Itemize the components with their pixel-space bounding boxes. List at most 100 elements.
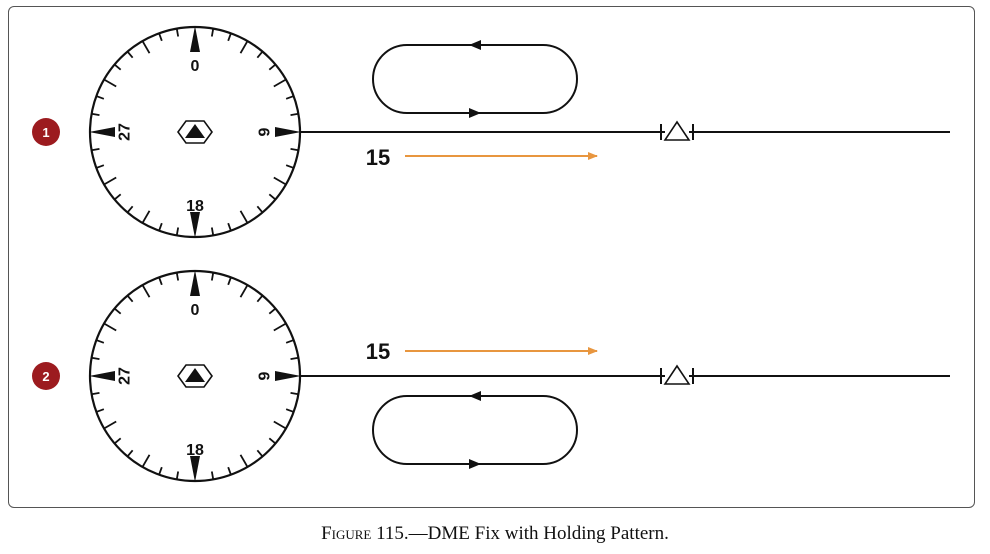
fix-marker-1 bbox=[660, 120, 694, 141]
triangle-icon bbox=[663, 364, 691, 385]
dial-tick bbox=[268, 437, 277, 445]
dial-tick bbox=[103, 176, 117, 186]
figure-text: 115.—DME Fix with Holding Pattern. bbox=[376, 523, 669, 544]
dial-tick bbox=[141, 454, 151, 468]
vortac-icon bbox=[177, 120, 213, 144]
dial-tick bbox=[126, 294, 134, 303]
dial-tick bbox=[285, 95, 294, 100]
dial-tick bbox=[239, 284, 249, 298]
dial-tick bbox=[290, 147, 299, 152]
compass-dial-1: 0 18 27 9 bbox=[88, 25, 302, 239]
holding-pattern-2 bbox=[372, 391, 578, 469]
dial-tick bbox=[175, 272, 180, 281]
figure-caption: Figure 115.—DME Fix with Holding Pattern… bbox=[0, 523, 990, 545]
badge-2-label: 2 bbox=[42, 369, 49, 384]
dial-tick bbox=[290, 391, 299, 396]
distance-label-2: 15 bbox=[366, 339, 390, 364]
figure-label: Figure bbox=[321, 523, 372, 544]
dial-tick bbox=[239, 210, 249, 224]
dial-tick bbox=[158, 222, 163, 231]
east-pointer-1 bbox=[275, 127, 301, 137]
north-pointer-2 bbox=[190, 270, 200, 296]
west-pointer-1 bbox=[89, 127, 115, 137]
fix-marker-2 bbox=[660, 364, 694, 385]
dial-tick bbox=[227, 33, 232, 42]
dial-tick bbox=[227, 277, 232, 286]
west-pointer-2 bbox=[89, 371, 115, 381]
dial-ticks-2 bbox=[91, 272, 299, 480]
dial-ticks-1 bbox=[91, 28, 299, 236]
dial-tick bbox=[210, 227, 215, 236]
dial-tick bbox=[141, 210, 151, 224]
east-pointer-2 bbox=[275, 371, 301, 381]
south-pointer-1 bbox=[190, 212, 200, 238]
dial-tick bbox=[285, 408, 294, 413]
dial-tick bbox=[103, 78, 117, 88]
south-pointer-2 bbox=[190, 456, 200, 482]
arrow-right-icon bbox=[469, 459, 481, 469]
dial-tick bbox=[91, 391, 100, 396]
dial-tick bbox=[256, 50, 264, 59]
dial-tick bbox=[273, 322, 287, 332]
dial-tick bbox=[268, 307, 277, 315]
arrow-left-icon bbox=[469, 391, 481, 401]
dial-tick bbox=[239, 40, 249, 54]
vortac-icon bbox=[177, 364, 213, 388]
dial-tick bbox=[290, 112, 299, 117]
dial-tick bbox=[273, 420, 287, 430]
dial-tick bbox=[256, 449, 264, 458]
dial-tick bbox=[210, 28, 215, 37]
dial-tick bbox=[126, 205, 134, 214]
dial-tick bbox=[113, 437, 122, 445]
dial-tick bbox=[256, 205, 264, 214]
arrow-right-icon bbox=[469, 108, 481, 118]
dial-tick bbox=[227, 466, 232, 475]
dial-tick bbox=[126, 449, 134, 458]
dial-tick bbox=[268, 63, 277, 71]
dial-tick bbox=[239, 454, 249, 468]
panel-1: 1 0 18 27 9 bbox=[32, 25, 950, 239]
dial-tick bbox=[290, 356, 299, 361]
dial-tick bbox=[96, 339, 105, 344]
dial-north-label-2: 0 bbox=[191, 302, 200, 319]
dial-tick bbox=[268, 193, 277, 201]
badge-1 bbox=[32, 118, 60, 146]
dial-south-label-1: 18 bbox=[186, 198, 204, 215]
dial-tick bbox=[273, 176, 287, 186]
dial-west-label-2: 27 bbox=[117, 367, 134, 385]
dial-tick bbox=[175, 28, 180, 37]
dial-tick bbox=[285, 339, 294, 344]
dial-tick bbox=[210, 272, 215, 281]
dial-tick bbox=[158, 277, 163, 286]
dial-tick bbox=[91, 147, 100, 152]
dial-tick bbox=[103, 322, 117, 332]
panel-2: 2 0 18 27 9 bbox=[32, 269, 950, 483]
dial-tick bbox=[158, 466, 163, 475]
compass-dial-2: 0 18 27 9 bbox=[88, 269, 302, 483]
arrow-left-icon bbox=[469, 40, 481, 50]
dial-tick bbox=[113, 193, 122, 201]
dial-tick bbox=[96, 164, 105, 169]
dial-tick bbox=[273, 78, 287, 88]
dial-tick bbox=[113, 63, 122, 71]
dial-tick bbox=[227, 222, 232, 231]
dial-tick bbox=[113, 307, 122, 315]
dial-north-label-1: 0 bbox=[191, 58, 200, 75]
dial-tick bbox=[126, 50, 134, 59]
dial-tick bbox=[96, 408, 105, 413]
dial-tick bbox=[175, 471, 180, 480]
distance-label-1: 15 bbox=[366, 145, 390, 170]
dial-tick bbox=[210, 471, 215, 480]
dial-tick bbox=[141, 284, 151, 298]
dial-east-label-1: 9 bbox=[257, 127, 274, 136]
triangle-icon bbox=[663, 120, 691, 141]
holding-pattern-1 bbox=[372, 40, 578, 118]
dial-tick bbox=[158, 33, 163, 42]
dial-tick bbox=[256, 294, 264, 303]
dial-tick bbox=[285, 164, 294, 169]
dial-tick bbox=[175, 227, 180, 236]
dial-tick bbox=[103, 420, 117, 430]
dial-tick bbox=[96, 95, 105, 100]
dial-east-label-2: 9 bbox=[257, 371, 274, 380]
